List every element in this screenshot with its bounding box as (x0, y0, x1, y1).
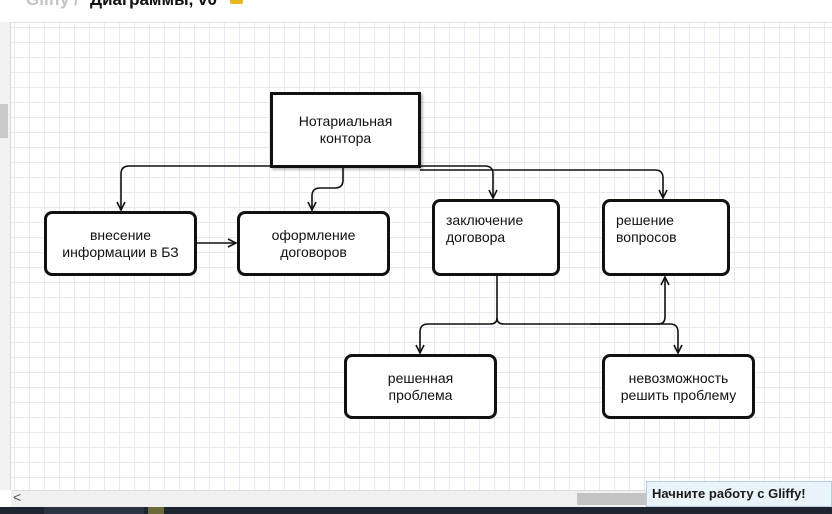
node-problem-solved[interactable]: решенная проблема (344, 354, 497, 419)
left-panel-edge[interactable] (0, 22, 11, 490)
os-taskbar (0, 507, 832, 514)
node-question-resolution[interactable]: решение вопросов (602, 199, 730, 276)
node-problem-unsolvable[interactable]: невозможность решить проблему (602, 354, 755, 419)
panel-collapse-handle[interactable] (0, 104, 8, 138)
node-label-line: решенная (387, 369, 454, 386)
node-label-line: информации в БЗ (62, 243, 179, 260)
breadcrumb-root-link[interactable]: Gliffy (26, 0, 69, 10)
node-contract-drafting[interactable]: оформление договоров (237, 211, 390, 276)
node-label-line: решить проблему (620, 386, 737, 403)
node-info-entry[interactable]: внесение информации в БЗ (44, 211, 197, 276)
node-label-line: решение (616, 212, 674, 228)
node-label-line: контора (319, 130, 372, 146)
node-label-line: оформление (271, 226, 356, 243)
title-bar: Gliffy / Диаграммы, v0 (0, 0, 832, 23)
taskbar-item[interactable] (44, 507, 144, 514)
node-label-line: внесение (89, 226, 152, 243)
node-contract-conclusion[interactable]: заключение договора (432, 199, 560, 276)
node-label-line: невозможность (628, 369, 729, 386)
horizontal-scrollbar[interactable]: < (11, 489, 832, 508)
get-started-toast[interactable]: Начните работу с Gliffy! (646, 481, 832, 507)
taskbar-item[interactable] (148, 507, 164, 514)
scrollbar-thumb[interactable] (577, 493, 657, 505)
node-label-line: Нотариальная (298, 113, 393, 129)
node-label-line: договоров (280, 243, 347, 260)
breadcrumb-separator: / (74, 0, 79, 10)
node-label-line: договора (446, 229, 506, 245)
node-label-line: вопросов (616, 229, 677, 245)
node-notary-office[interactable]: Нотариальная контора (270, 92, 421, 168)
chevron-left-icon[interactable]: < (13, 489, 22, 505)
node-label-line: заключение (446, 212, 524, 228)
node-label-line: проблема (388, 386, 453, 403)
document-title[interactable]: Диаграммы, v0 (90, 0, 217, 10)
star-icon[interactable] (230, 0, 243, 4)
